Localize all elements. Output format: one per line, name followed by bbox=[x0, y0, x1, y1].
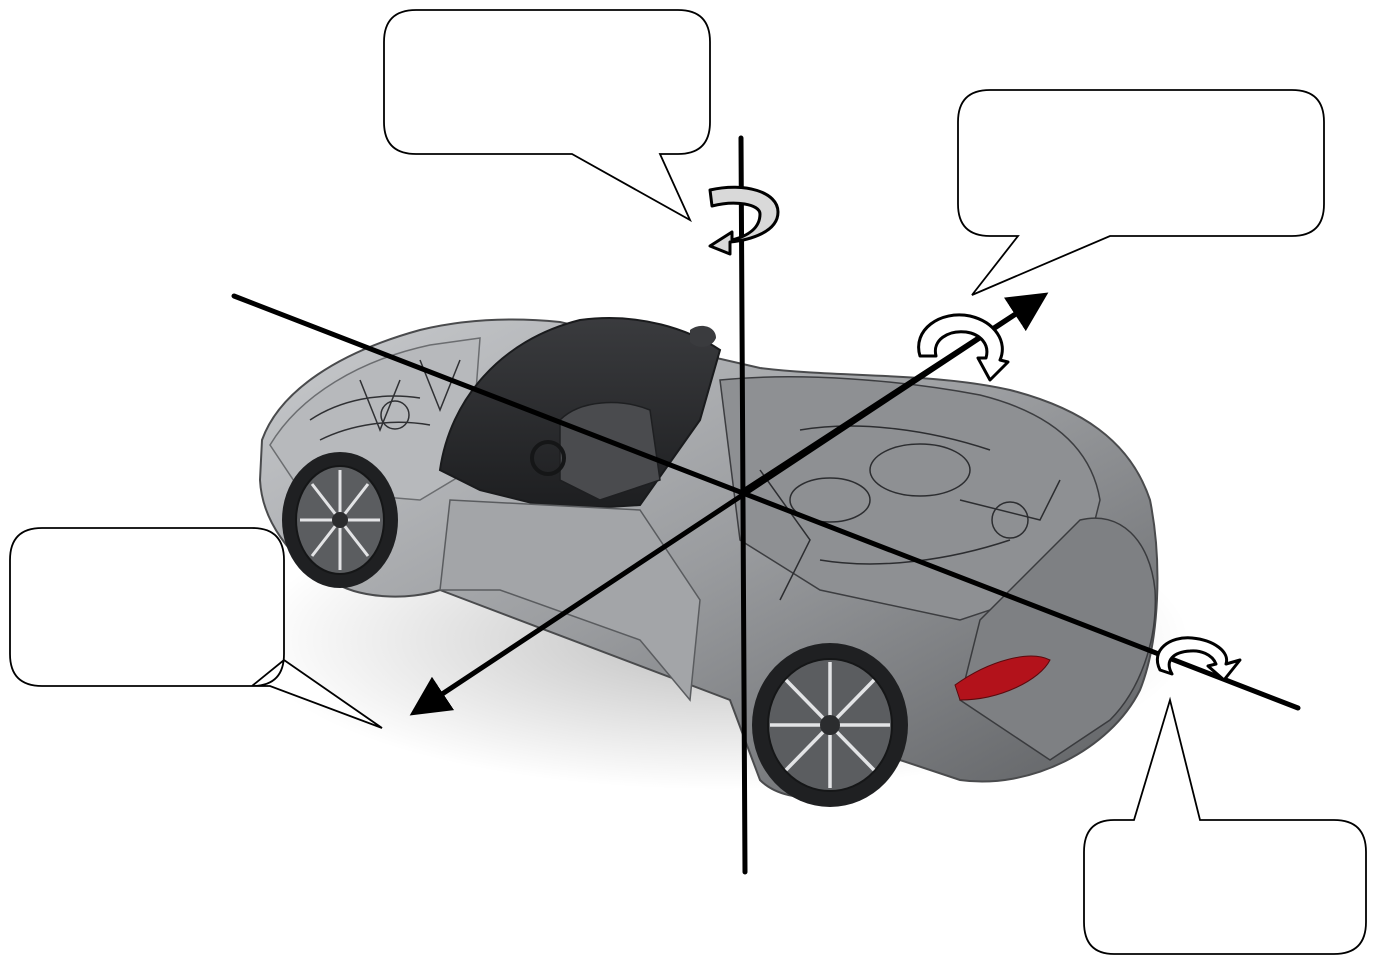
callout-top-right bbox=[958, 90, 1324, 295]
side-mirror bbox=[690, 326, 716, 347]
interior bbox=[560, 403, 660, 500]
car-illustration bbox=[250, 318, 1190, 807]
roll-rotation-arrow bbox=[1157, 638, 1240, 680]
rear-wheel bbox=[752, 643, 908, 807]
callout-bottom-right bbox=[1084, 700, 1366, 954]
front-wheel bbox=[282, 452, 398, 588]
callout-top-center bbox=[384, 10, 710, 220]
